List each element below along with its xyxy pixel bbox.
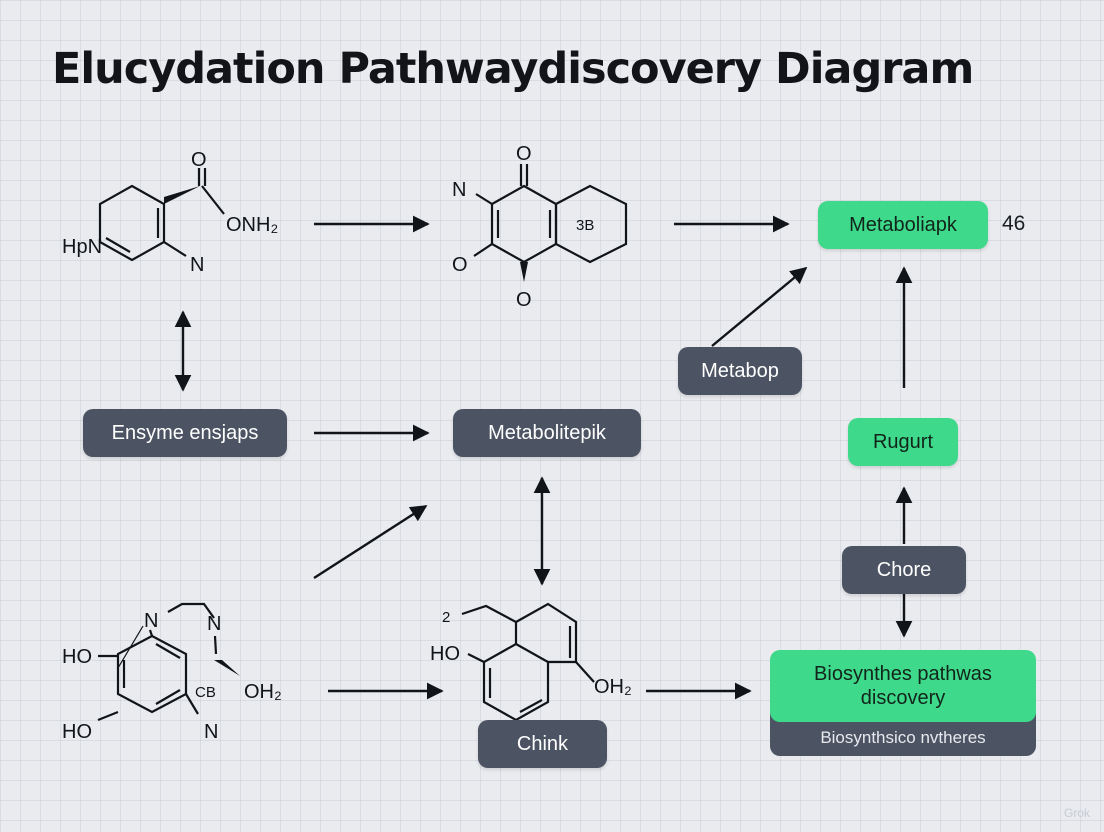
arrow-diagonal-to-metabolitepik	[313, 504, 428, 580]
m1-oxygen-label: O	[191, 149, 207, 171]
node-enzyme-ensjaps[interactable]: Ensyme ensjaps	[83, 409, 287, 457]
m3-ho-bottom-label: HO	[62, 721, 92, 743]
m3-ho-top-label: HO	[62, 646, 92, 668]
m4-number-label: 2	[442, 609, 450, 626]
node-rugurt[interactable]: Rugurt	[848, 418, 958, 466]
m2-oxygen-left-label: O	[452, 254, 468, 276]
node-metaboliapk[interactable]: Metaboliapk	[818, 201, 988, 249]
m1-onh2-label: ONH₂	[226, 214, 278, 236]
m2-ring-label: 3B	[576, 217, 594, 234]
arrow-metabop-to-metaboliapk	[711, 266, 808, 347]
m3-ring-label: CB	[195, 684, 216, 701]
m3-nitrogen-2-label: N	[207, 613, 221, 635]
node-biosynthes-group[interactable]: Biosynthsico nvtheres Biosynthes pathwas…	[770, 650, 1036, 756]
m2-nitrogen-label: N	[452, 179, 466, 201]
m3-nitrogen-3-label: N	[204, 721, 218, 743]
m1-nitrogen-label: N	[190, 254, 204, 276]
node-chore[interactable]: Chore	[842, 546, 966, 594]
molecule-1	[98, 168, 225, 262]
node-biosynthes-pathwas[interactable]: Biosynthes pathwas discovery	[770, 650, 1036, 722]
side-number-label: 46	[1002, 212, 1026, 235]
molecule-3	[97, 602, 240, 722]
page-title: Elucydation Pathwaydiscovery Diagram	[52, 44, 974, 94]
m4-oh2-label: OH₂	[594, 676, 632, 698]
molecule-2	[473, 164, 628, 282]
node-chink[interactable]: Chink	[478, 720, 607, 768]
biosynthsico-label: Biosynthsico nvtheres	[820, 728, 986, 747]
biosynthes-label-line2: discovery	[860, 687, 946, 709]
biosynthes-label-line1: Biosynthes pathwas	[814, 663, 992, 685]
node-metabolitepik[interactable]: Metabolitepik	[453, 409, 641, 457]
m4-ho-label: HO	[430, 643, 460, 665]
molecule-4	[461, 602, 595, 722]
m2-oxygen-top-label: O	[516, 143, 532, 165]
m2-oxygen-bottom-label: O	[516, 289, 532, 311]
m3-oh2-label: OH₂	[244, 681, 282, 703]
watermark-logo: Grok	[1063, 806, 1090, 820]
node-metabop[interactable]: Metabop	[678, 347, 802, 395]
m3-nitrogen-1-label: N	[144, 610, 158, 632]
m1-hpn-label: HpN	[62, 236, 102, 258]
